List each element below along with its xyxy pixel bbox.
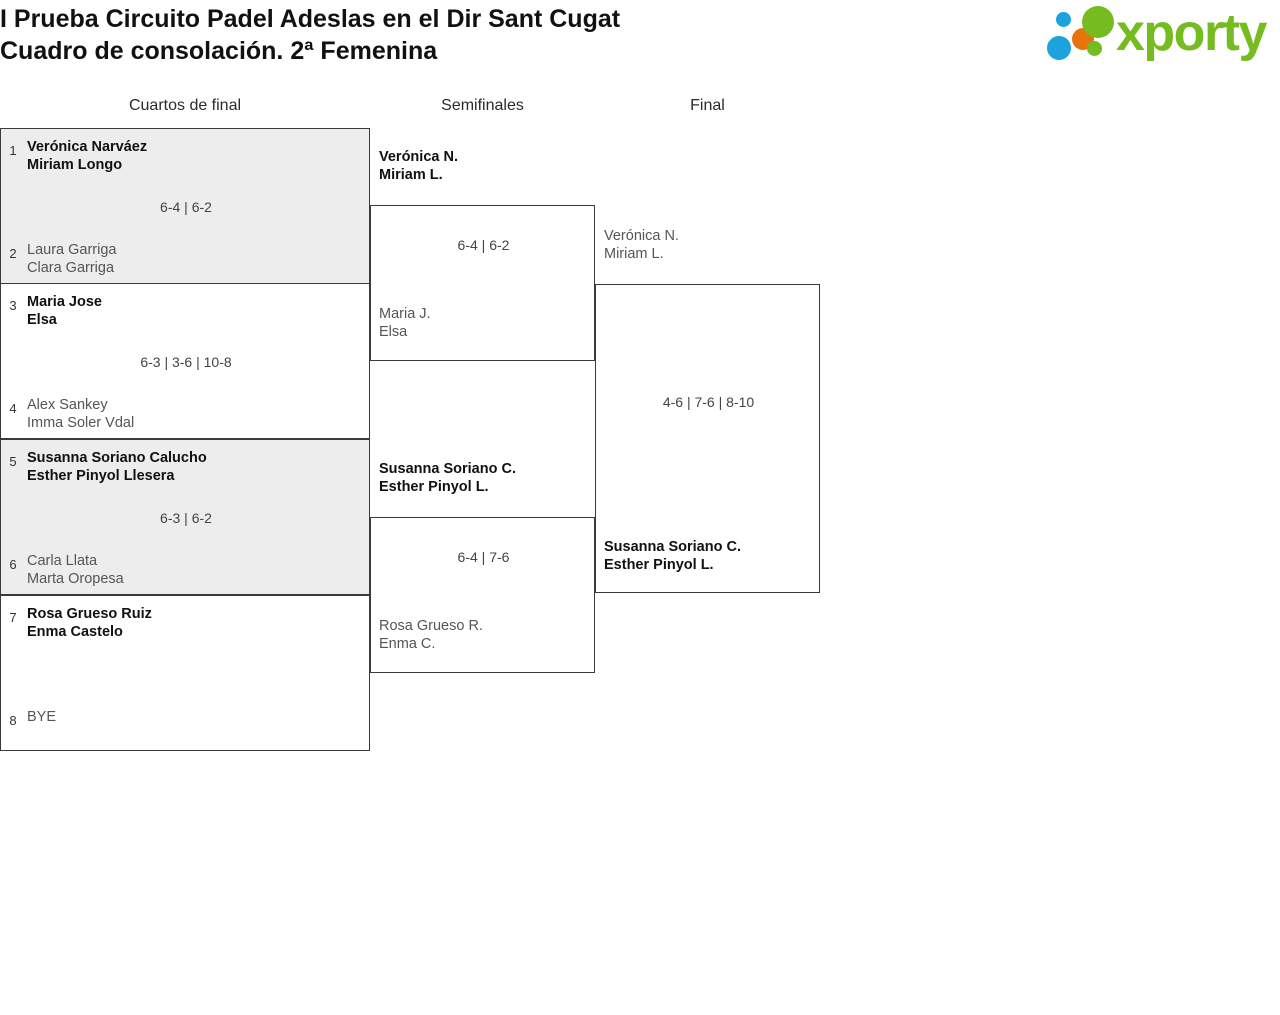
match-final[interactable]: Verónica N. Miriam L. 4-6 | 7-6 | 8-10 S… [595, 228, 820, 593]
player-name: Marta Oropesa [27, 571, 124, 587]
seed-number: 5 [9, 454, 17, 469]
player-name: Maria Jose [27, 294, 102, 310]
player-name: Susanna Soriano Calucho [27, 450, 207, 466]
seed-number: 6 [9, 557, 17, 572]
match-score: 6-3 | 6-2 [160, 510, 212, 526]
player-name: Clara Garriga [27, 260, 115, 276]
player-name: Miriam Longo [27, 157, 123, 173]
team-loser: Verónica N. Miriam L. [604, 227, 814, 263]
logo-dots-icon [1044, 6, 1122, 62]
team-winner: Rosa Grueso Ruiz Enma Castelo [27, 605, 357, 641]
team-winner: Susanna Soriano C. Esther Pinyol L. [379, 460, 589, 496]
logo-dot-blue-large [1047, 36, 1071, 60]
round-header-final: Final [690, 97, 725, 114]
round-header-quarterfinals: Cuartos de final [128, 97, 242, 114]
match-r2-1[interactable]: Verónica N. Miriam L. 6-4 | 6-2 Maria J.… [370, 149, 595, 361]
player-name: Esther Pinyol Llesera [27, 468, 175, 484]
match-score: 6-4 | 6-2 [457, 237, 510, 253]
match-r1-2[interactable]: 3 Maria Jose Elsa 6-3 | 3-6 | 10-8 4 Ale… [0, 283, 370, 439]
match-score: 6-4 | 7-6 [457, 549, 510, 565]
team-loser: Rosa Grueso R. Enma C. [379, 617, 589, 653]
player-name: Elsa [27, 312, 57, 328]
player-name: Esther Pinyol L. [379, 479, 489, 495]
team-loser: Carla Llata Marta Oropesa [27, 552, 357, 588]
team-loser: Alex Sankey Imma Soler Vdal [27, 396, 357, 432]
team-winner: Susanna Soriano Calucho Esther Pinyol Ll… [27, 449, 357, 485]
player-name: Verónica Narváez [27, 139, 148, 155]
player-name: Imma Soler Vdal [27, 415, 135, 431]
seed-number: 2 [9, 246, 17, 261]
page-header: I Prueba Circuito Padel Adeslas en el Di… [0, 0, 1280, 88]
player-name: Elsa [379, 324, 408, 340]
player-name: Enma Castelo [27, 624, 123, 640]
page-title: I Prueba Circuito Padel Adeslas en el Di… [0, 3, 960, 67]
team-loser: Laura Garriga Clara Garriga [27, 241, 357, 277]
round-header-semifinals: Semifinales [441, 97, 524, 114]
seed-number: 1 [9, 143, 17, 158]
player-name: Verónica N. [379, 149, 458, 165]
team-loser: Maria J. Elsa [379, 305, 589, 341]
seed-number: 3 [9, 298, 17, 313]
player-name: Susanna Soriano C. [604, 539, 741, 555]
player-name: Miriam L. [379, 167, 443, 183]
player-name: Esther Pinyol L. [604, 557, 714, 573]
match-r2-2[interactable]: Susanna Soriano C. Esther Pinyol L. 6-4 … [370, 461, 595, 673]
player-name: Susanna Soriano C. [379, 461, 516, 477]
match-r1-3[interactable]: 5 Susanna Soriano Calucho Esther Pinyol … [0, 439, 370, 595]
player-name: Carla Llata [27, 553, 98, 569]
seed-number: 4 [9, 401, 17, 416]
player-name: Rosa Grueso R. [379, 618, 483, 634]
team-champion: Susanna Soriano C. Esther Pinyol L. [604, 538, 814, 574]
logo-wordmark: xporty [1116, 4, 1267, 62]
match-score: 4-6 | 7-6 | 8-10 [662, 394, 755, 410]
team-bye: BYE [27, 708, 357, 726]
player-name: Miriam L. [604, 246, 664, 262]
logo-dot-blue-small [1056, 12, 1071, 27]
xporty-logo[interactable]: xporty [1044, 4, 1276, 64]
match-r1-4[interactable]: 7 Rosa Grueso Ruiz Enma Castelo 8 BYE [0, 595, 370, 751]
player-name: BYE [27, 709, 57, 725]
match-r1-1[interactable]: 1 Verónica Narváez Miriam Longo 6-4 | 6-… [0, 128, 370, 284]
player-name: Laura Garriga [27, 242, 117, 258]
player-name: Rosa Grueso Ruiz [27, 606, 152, 622]
logo-dot-green-large [1082, 6, 1114, 38]
tournament-title-line1: I Prueba Circuito Padel Adeslas en el Di… [0, 5, 621, 33]
player-name: Verónica N. [604, 228, 679, 244]
player-name: Enma C. [379, 636, 436, 652]
tournament-title-line2: Cuadro de consolación. 2ª Femenina [0, 37, 438, 65]
seed-number: 7 [9, 610, 17, 625]
team-winner: Verónica N. Miriam L. [379, 148, 589, 184]
team-winner: Verónica Narváez Miriam Longo [27, 138, 357, 174]
player-name: Alex Sankey [27, 397, 108, 413]
match-score: 6-3 | 3-6 | 10-8 [140, 354, 232, 370]
logo-dot-green-small [1087, 41, 1102, 56]
seed-number: 8 [9, 713, 17, 728]
team-winner: Maria Jose Elsa [27, 293, 357, 329]
player-name: Maria J. [379, 306, 431, 322]
match-score: 6-4 | 6-2 [160, 199, 212, 215]
